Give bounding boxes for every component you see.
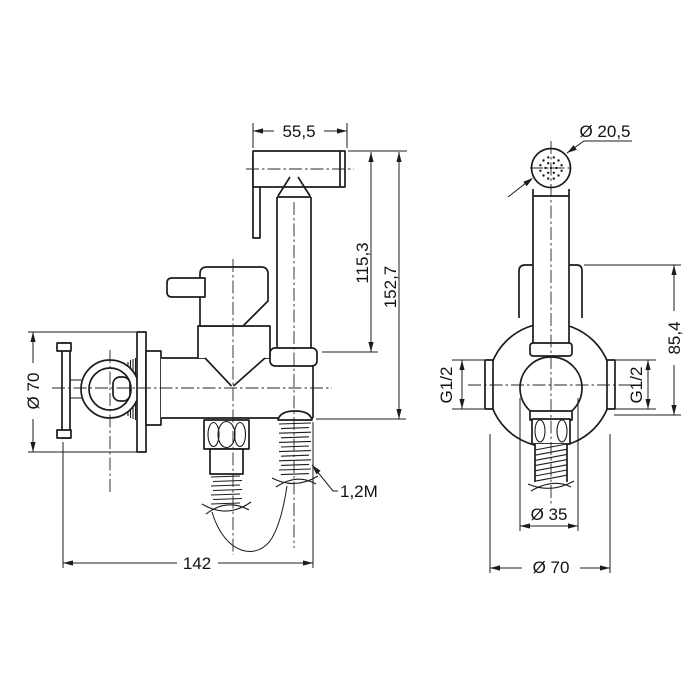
dim-label: 1,2M — [340, 482, 378, 501]
dim-spray-diameter: Ø 20,5 — [566, 122, 632, 154]
inlet-port-left — [484, 359, 494, 410]
dim-plate-diameter-front: Ø 70 — [489, 434, 611, 577]
dim-label: G1/2 — [437, 367, 456, 404]
dim-label: 152,7 — [381, 266, 400, 309]
dim-label: 85,4 — [665, 321, 684, 354]
spray-nozzle-holes — [539, 156, 563, 180]
dim-thread-left: G1/2 — [437, 359, 484, 410]
dim-reference-lines — [316, 150, 407, 420]
dim-label: Ø 20,5 — [579, 122, 630, 141]
side-view — [52, 150, 354, 555]
dim-height-115: 115,3 — [353, 152, 374, 352]
dim-overall-depth: 142 — [62, 422, 314, 573]
inlet-port-right — [606, 359, 616, 410]
dim-label: 142 — [183, 554, 211, 573]
bracket-stem — [70, 379, 83, 399]
side-view-centerlines — [52, 168, 354, 555]
hose-loop-curve — [211, 485, 288, 552]
label-hose-length: 1,2M — [311, 464, 378, 501]
holder-nut-side — [269, 347, 318, 367]
dim-head-width: 55,5 — [252, 122, 348, 148]
dim-holder-height: 85,4 — [584, 264, 684, 416]
dim-label: Ø 35 — [531, 505, 568, 524]
spray-head-front — [507, 147, 572, 198]
outlet-nut-hose — [201, 419, 252, 515]
cartridge-housing — [197, 325, 271, 387]
shower-hose-side — [211, 410, 319, 552]
handle-lever — [166, 277, 206, 298]
wall-escutcheon-side — [136, 331, 147, 453]
wall-bracket-plate — [56, 342, 72, 439]
handshower-handle-side — [269, 196, 318, 367]
front-view — [468, 141, 638, 506]
dim-label: Ø 70 — [533, 558, 570, 577]
dim-label: 55,5 — [282, 122, 315, 141]
dim-label: 115,3 — [353, 242, 372, 283]
dim-thread-right: G1/2 — [616, 359, 656, 410]
dim-plate-diameter-side: Ø 70 — [24, 331, 140, 453]
front-view-centerlines — [468, 141, 638, 506]
dim-label: G1/2 — [627, 367, 646, 404]
dim-label: Ø 70 — [24, 373, 43, 410]
dim-holder-diameter: Ø 35 — [519, 398, 579, 531]
dim-height-152: 152,7 — [381, 152, 402, 419]
mixer-handle — [166, 266, 269, 327]
